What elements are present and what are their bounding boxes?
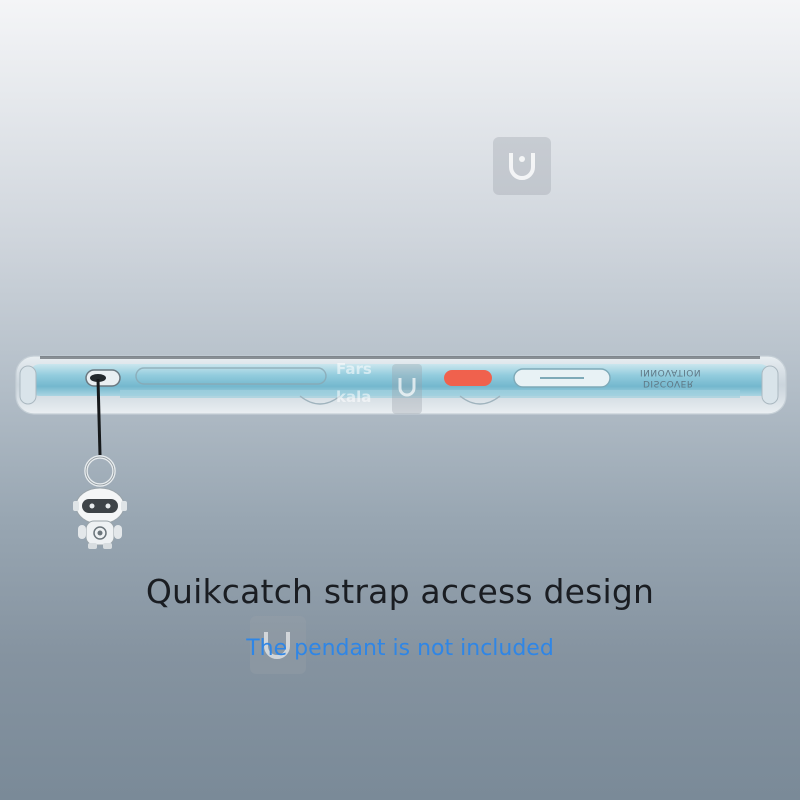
headline: Quikcatch strap access design: [145, 572, 655, 611]
farskala-logo-icon: [250, 616, 306, 674]
case-engraving-line1: INNOVATION: [640, 367, 702, 377]
watermark-line2: kala: [336, 388, 372, 406]
farskala-logo-icon: [493, 137, 551, 195]
pendant-note: The pendant is not included: [246, 636, 554, 661]
robot-pendant-icon: [73, 378, 127, 549]
power-button-accent: [444, 370, 492, 386]
watermark-line1: Fars: [336, 360, 372, 378]
watermark-logo-icon: [392, 364, 422, 414]
case-engraving-line2: DISCOVER: [643, 378, 694, 388]
watermark: Fars kala: [334, 360, 424, 416]
